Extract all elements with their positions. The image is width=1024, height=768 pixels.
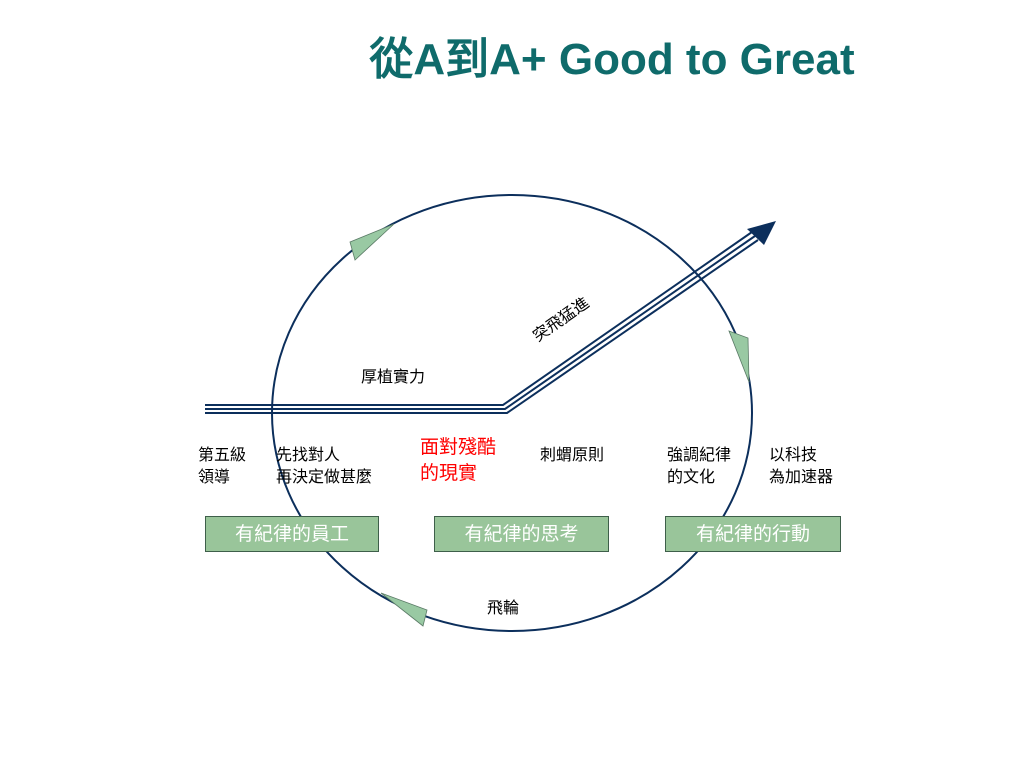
first-who-label: 先找對人 再決定做甚麼 (276, 445, 373, 486)
hedgehog-concept-label: 刺蝟原則 (540, 445, 605, 464)
flow-marker-bottom-icon (380, 592, 428, 627)
technology-accelerator-label: 以科技 為加速器 (769, 445, 834, 486)
breakthrough-arrow-head-icon (747, 221, 776, 245)
disciplined-action-box: 有紀律的行動 (665, 516, 841, 552)
disciplined-thought-box: 有紀律的思考 (434, 516, 609, 552)
flow-marker-right-icon (728, 330, 750, 383)
flow-marker-top-icon (349, 223, 395, 261)
disciplined-people-box: 有紀律的員工 (205, 516, 379, 552)
page-title: 從A到A+ Good to Great (369, 35, 855, 84)
flywheel-label: 飛輪 (487, 598, 520, 617)
level5-leadership-label: 第五級 領導 (198, 445, 247, 486)
brutal-facts-label: 面對殘酷 的現實 (420, 436, 497, 484)
buildup-breakthrough-path (205, 231, 759, 414)
foundation-label: 厚植實力 (361, 367, 426, 386)
culture-of-discipline-label: 強調紀律 的文化 (667, 445, 732, 486)
